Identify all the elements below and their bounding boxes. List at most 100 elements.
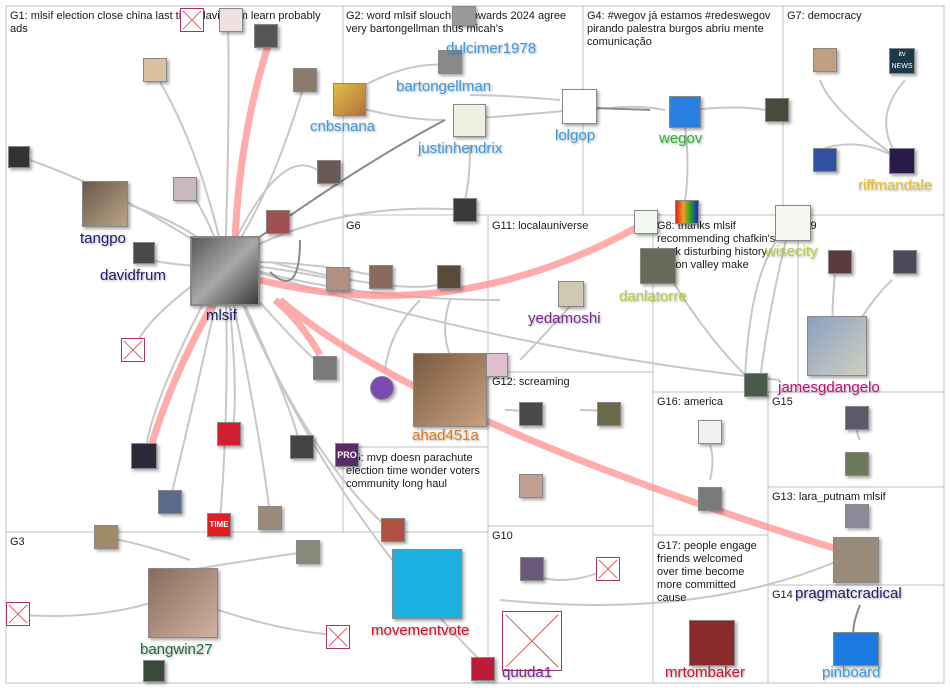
avatar-g9-a[interactable] — [828, 250, 852, 274]
avatar-g1-m[interactable] — [158, 490, 182, 514]
avatar-mrtombaker[interactable] — [689, 620, 735, 666]
avatar-g1-l[interactable] — [131, 443, 157, 469]
label-lolgop: lolgop — [555, 127, 596, 144]
group-title-g4: G4: #wegov já estamos #redeswegov pirand… — [587, 10, 771, 48]
avatar-g1-g[interactable] — [266, 210, 290, 234]
label-cnbsnana: cnbsnana — [310, 118, 376, 135]
missing-image-g10[interactable] — [596, 557, 620, 581]
avatar-jamesgdangelo[interactable] — [807, 316, 867, 376]
avatar-g1-f[interactable] — [317, 160, 341, 184]
avatar-g1-d[interactable] — [254, 24, 278, 48]
group-title-g15: G15 — [772, 396, 793, 408]
avatar-g12-b[interactable] — [597, 402, 621, 426]
avatar-justinhendrix[interactable] — [453, 104, 486, 137]
label-wegov: wegov — [659, 130, 703, 147]
avatar-g11-small[interactable] — [486, 353, 508, 377]
avatar-g1-n[interactable] — [258, 506, 282, 530]
avatar-g1-a[interactable] — [8, 146, 30, 168]
avatar-g1-time[interactable]: TIME — [207, 513, 231, 537]
group-title-g5: G5: mvp doesn parachute election time wo… — [346, 452, 480, 490]
avatar-g6-c[interactable] — [437, 265, 461, 289]
label-pinboard: pinboard — [822, 664, 881, 681]
missing-image-g1-top[interactable] — [180, 8, 204, 32]
label-justinhendrix: justinhendrix — [418, 140, 503, 157]
label-quuda1: quuda1 — [502, 664, 553, 681]
label-dulcimer1978: dulcimer1978 — [446, 40, 537, 57]
avatar-g4-a[interactable] — [765, 98, 789, 122]
avatar-g1-k[interactable] — [217, 422, 241, 446]
label-wisecity: wisecity — [765, 243, 818, 260]
avatar-g7-itv[interactable]: itv NEWS — [889, 48, 915, 74]
avatar-wisecity[interactable] — [775, 205, 811, 241]
avatar-g1-j[interactable] — [290, 435, 314, 459]
avatar-g1-e[interactable] — [293, 68, 317, 92]
avatar-g8[interactable] — [634, 210, 658, 234]
group-title-g6: G6 — [346, 220, 361, 232]
avatar-mlsif[interactable] — [190, 236, 260, 306]
group-title-g16: G16: america — [657, 396, 724, 408]
avatar-g6-b[interactable] — [369, 265, 393, 289]
label-tangpo: tangpo — [80, 230, 126, 247]
label-jamesgdangelo: jamesgdangelo — [778, 379, 880, 396]
missing-image-g1[interactable] — [121, 338, 145, 362]
avatar-pragmatcradical[interactable] — [833, 537, 879, 583]
avatar-dulcimer1978[interactable] — [438, 50, 462, 74]
avatar-g1-h[interactable] — [326, 267, 350, 291]
group-title-g10: G10 — [492, 530, 513, 542]
avatar-g8-bottom[interactable] — [744, 373, 768, 397]
avatar-danlatorre[interactable] — [640, 248, 676, 284]
avatar-g5-c[interactable] — [471, 657, 495, 681]
avatar-tangpo[interactable] — [82, 181, 128, 227]
avatar-g9-b[interactable] — [893, 250, 917, 274]
avatar-g3-c[interactable] — [143, 660, 165, 682]
avatar-g5-a[interactable] — [519, 474, 543, 498]
label-pragmatcradical: pragmatcradical — [795, 585, 902, 602]
avatar-g15-a[interactable] — [845, 406, 869, 430]
missing-image-g3-a[interactable] — [6, 602, 30, 626]
avatar-g3-a[interactable] — [94, 525, 118, 549]
label-movementvote: movementvote — [371, 622, 470, 639]
group-title-g14: G14 — [772, 589, 793, 601]
avatar-wegov[interactable] — [669, 96, 701, 128]
missing-image-quuda1[interactable] — [502, 611, 562, 671]
missing-image-g3-b[interactable] — [326, 625, 350, 649]
label-ahad451a: ahad451a — [412, 427, 479, 444]
avatar-riffmandale[interactable] — [889, 148, 915, 174]
avatar-lolgop[interactable] — [562, 89, 597, 124]
avatar-yedamoshi[interactable] — [558, 281, 584, 307]
avatar-pinboard[interactable] — [833, 632, 879, 666]
avatar-g3-b[interactable] — [296, 540, 320, 564]
label-danlatorre: danlatorre — [619, 288, 687, 305]
avatar-davidfrum[interactable] — [133, 242, 155, 264]
avatar-g2-top[interactable] — [452, 6, 476, 26]
avatar-g16-b[interactable] — [698, 487, 722, 511]
label-mrtombaker: mrtombaker — [665, 664, 746, 681]
avatar-g13[interactable] — [845, 504, 869, 528]
avatar-g15-b[interactable] — [845, 452, 869, 476]
avatar-g1-c[interactable] — [173, 177, 197, 201]
avatar-g6-a[interactable] — [453, 198, 477, 222]
avatar-g7-a[interactable] — [813, 48, 837, 72]
avatar-bangwin27[interactable] — [148, 568, 218, 638]
avatar-g1-i[interactable] — [313, 356, 337, 380]
avatar-g16-a[interactable] — [698, 420, 722, 444]
label-riffmandale: riffmandale — [858, 177, 932, 194]
avatar-g7-b[interactable] — [813, 148, 837, 172]
avatar-g5-pro[interactable]: PRO — [335, 443, 359, 467]
avatar-g1-b[interactable] — [143, 58, 167, 82]
edges-strong — [146, 38, 842, 554]
group-title-g12: G12: screaming — [492, 376, 570, 388]
group-title-g11: G11: localauniverse — [492, 220, 589, 232]
avatar-g5-b[interactable] — [381, 518, 405, 542]
avatar-g1-top-a[interactable] — [219, 8, 243, 32]
avatar-g12-a[interactable] — [519, 402, 543, 426]
group-title-g13: G13: lara_putnam mlsif — [772, 491, 886, 503]
avatar-g10-a[interactable] — [520, 557, 544, 581]
avatar-g4-b[interactable] — [675, 200, 699, 224]
group-title-g1: G1: mlsif election close china last time… — [10, 10, 321, 35]
label-mlsif: mlsif — [206, 307, 237, 324]
avatar-ahad451a[interactable] — [413, 353, 487, 427]
avatar-g6-m[interactable] — [370, 376, 394, 400]
avatar-movementvote[interactable] — [392, 549, 462, 619]
avatar-cnbsnana[interactable] — [333, 83, 366, 116]
